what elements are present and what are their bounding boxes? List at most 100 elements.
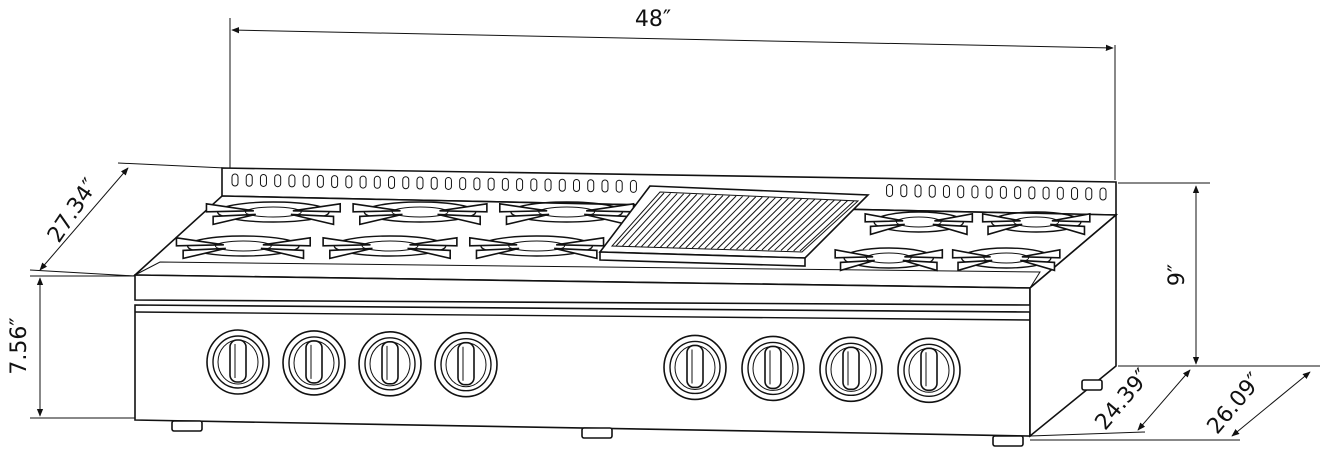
- vent-slot: [558, 178, 566, 192]
- grate-finger: [951, 248, 991, 259]
- grate-finger: [498, 202, 548, 213]
- knob: [434, 331, 498, 398]
- vent-slot: [316, 174, 324, 188]
- vent-slot: [530, 178, 538, 192]
- grate-finger: [834, 248, 874, 259]
- grill-rib: [672, 195, 724, 248]
- grill-rib: [774, 199, 829, 251]
- vent-slot: [928, 184, 936, 198]
- vent-slot: [886, 184, 894, 198]
- grate-finger: [904, 248, 944, 259]
- grate-finger: [475, 247, 520, 260]
- grate-finger: [260, 247, 305, 260]
- grate-finger: [1050, 223, 1086, 236]
- grill-rib: [691, 195, 743, 249]
- grill-rib: [780, 199, 835, 251]
- vent-slot: [430, 176, 438, 190]
- dimension-width: 48″: [229, 7, 1116, 180]
- grate-finger: [175, 236, 224, 247]
- grate-finger: [987, 223, 1023, 236]
- burner-grates: [175, 201, 1091, 272]
- vent-slot: [942, 184, 950, 198]
- grate-finger: [212, 213, 256, 226]
- vent-slot: [1099, 187, 1107, 201]
- vent-slot: [1085, 187, 1093, 201]
- vent-slot: [971, 185, 979, 199]
- grate-finger: [262, 236, 312, 247]
- grate-finger: [468, 236, 518, 247]
- grate-finger: [932, 223, 968, 236]
- grate-finger: [182, 247, 226, 260]
- vent-slot: [1056, 186, 1064, 200]
- vent-slot: [914, 184, 922, 198]
- vent-slot: [615, 179, 623, 193]
- grate-finger: [934, 212, 974, 223]
- grate-finger: [290, 213, 335, 226]
- vent-slot: [359, 175, 367, 189]
- grate-finger: [902, 259, 938, 272]
- grate-finger: [292, 202, 342, 213]
- vent-slot: [473, 177, 481, 191]
- control-knobs: [206, 329, 961, 404]
- grate-finger: [329, 247, 373, 260]
- grate-finger: [864, 212, 904, 223]
- vent-slot: [402, 176, 410, 190]
- grill-rib: [615, 192, 665, 247]
- grate-finger: [869, 223, 905, 236]
- grate-finger: [554, 247, 598, 260]
- vent-slot: [516, 178, 524, 192]
- vent-slot: [259, 173, 267, 187]
- grill-rib: [641, 193, 691, 248]
- grill-rib: [704, 196, 757, 249]
- grill-rib: [698, 196, 750, 249]
- grill-rib: [653, 194, 704, 248]
- grill-rib: [748, 198, 802, 250]
- foot: [171, 420, 203, 432]
- backsplash-vents: [231, 173, 1107, 201]
- knob: [741, 335, 805, 402]
- grate-finger: [359, 213, 403, 226]
- grate-finger: [1020, 259, 1056, 272]
- grate-finger: [352, 202, 401, 213]
- vent-slot: [487, 177, 495, 191]
- grill-rib: [729, 197, 783, 250]
- knob: [897, 337, 961, 404]
- grill-rib: [634, 193, 685, 247]
- grill-rib: [717, 197, 770, 250]
- knob: [358, 331, 422, 397]
- vent-slot: [274, 174, 282, 188]
- vent-slot: [544, 178, 552, 192]
- foot: [581, 427, 613, 439]
- control-panel: [134, 304, 1031, 437]
- grill-ribs: [615, 192, 855, 252]
- grill-rib: [755, 198, 809, 251]
- grill-rib: [679, 195, 730, 249]
- width-label: 48″: [635, 7, 671, 32]
- knob: [819, 336, 883, 403]
- vent-slot: [231, 173, 239, 187]
- grill-rib: [793, 200, 848, 252]
- height-side-label: 9″: [1165, 264, 1190, 286]
- grate-finger: [409, 236, 458, 247]
- grill-rib: [710, 196, 763, 249]
- foot: [992, 435, 1024, 447]
- dimension-height-side: 9″: [1118, 182, 1210, 367]
- vent-slot: [985, 185, 993, 199]
- vent-slot: [388, 176, 396, 190]
- vent-slot: [1028, 186, 1036, 200]
- vent-slot: [373, 175, 381, 189]
- grate-block: [175, 201, 635, 260]
- grill-rib: [621, 192, 671, 247]
- grill-rib: [666, 194, 717, 248]
- vent-slot: [245, 173, 253, 187]
- grate-finger: [1051, 212, 1091, 223]
- grate-finger: [439, 202, 488, 213]
- vent-slot: [416, 176, 424, 190]
- vent-slot: [957, 185, 965, 199]
- grill-rib: [767, 199, 822, 251]
- vent-slot: [444, 176, 452, 190]
- grill-rib: [660, 194, 711, 248]
- grill-rib: [786, 200, 842, 252]
- grate-finger: [437, 213, 481, 226]
